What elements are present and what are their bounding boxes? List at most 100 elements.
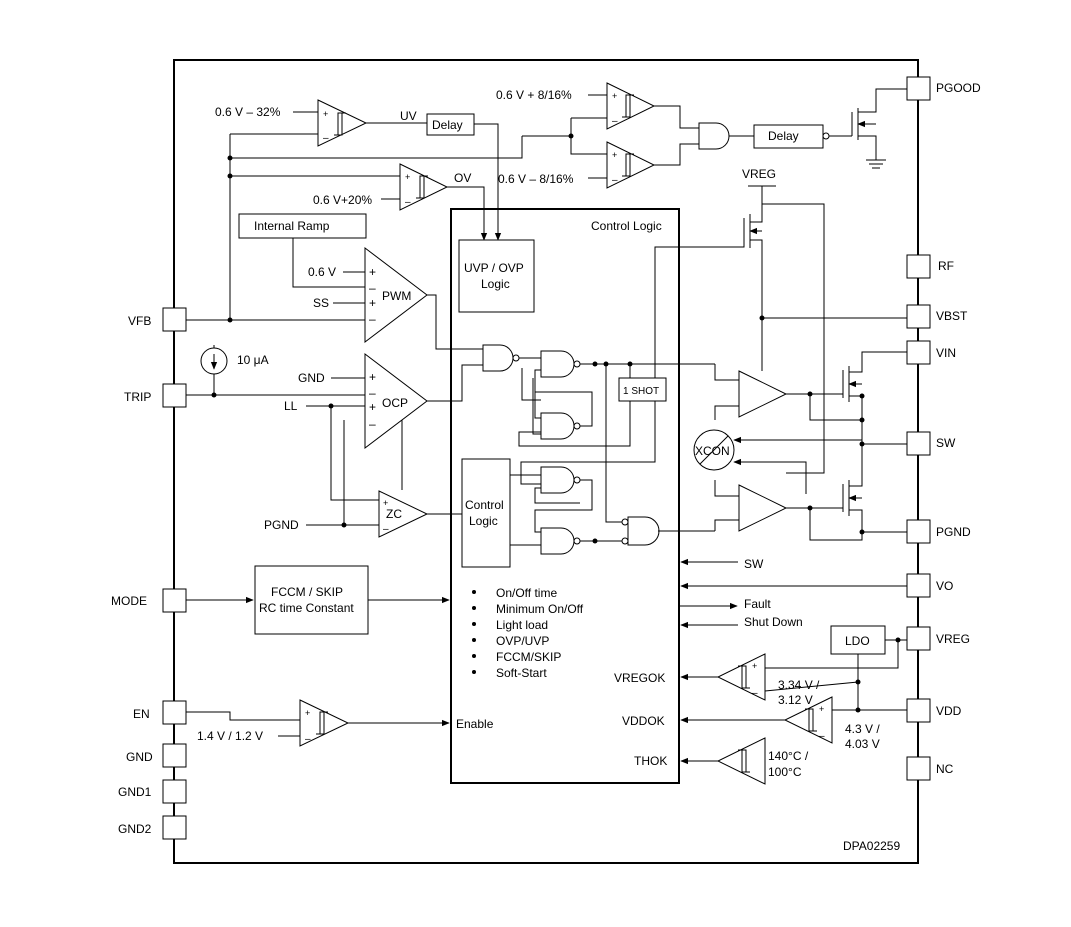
svg-text:PGND: PGND [936,525,971,539]
uv-ref-label: 0.6 V – 32% [215,105,281,119]
svg-text:–: – [752,688,758,699]
svg-text:–: – [369,281,376,295]
svg-text:VDD: VDD [936,704,962,718]
thok-ref-2: 100°C [768,765,802,779]
thok-ref-1: 140°C / [768,749,809,763]
control-logic-block [450,208,680,784]
ll-label: LL [284,399,298,413]
svg-text:GND: GND [126,750,153,764]
and-gate-lower [627,516,660,546]
svg-text:VBST: VBST [936,309,968,323]
svg-text:1 SHOT: 1 SHOT [623,386,659,397]
svg-text:NC: NC [936,762,954,776]
fccm-skip-block [254,565,369,635]
vddok-ref-2: 4.03 V [845,737,880,751]
svg-text:+: + [383,498,388,508]
svg-text:PWM: PWM [382,289,411,303]
svg-text:Soft-Start: Soft-Start [496,666,547,680]
pgood-fet [851,88,907,169]
svg-text:–: – [612,175,618,186]
svg-text:Light load: Light load [496,618,548,632]
sw-in-label: SW [744,557,764,571]
latch-nand-b [540,412,575,440]
ldo-block [830,625,886,655]
thok-label: THOK [634,754,667,768]
thok-comparator [716,737,766,785]
en-comparator: + – [299,699,350,747]
svg-text:RF: RF [938,259,954,273]
pin-pgnd: PGND [906,519,971,544]
svg-text:–: – [369,417,376,431]
pin-vfb: VFB [128,307,187,332]
svg-text:–: – [383,524,389,535]
svg-text:MODE: MODE [111,594,147,608]
vddok-ref-1: 4.3 V / [845,722,880,736]
ov-label: OV [454,171,471,185]
svg-text:+: + [405,172,410,182]
nand-1 [482,344,514,372]
pin-trip: TRIP [124,383,187,408]
svg-text:+: + [752,661,757,671]
xcon-block: XCON [693,429,735,471]
ss-label: SS [313,296,329,310]
high-side-driver [738,370,788,418]
pin-gnd1: GND1 [118,779,187,804]
pin-vin: VIN [906,340,956,365]
pin-gnd: GND [126,743,187,768]
one-shot-block [618,377,667,402]
zc-comparator: + – ZC [378,490,429,538]
svg-text:–: – [323,133,329,144]
svg-text:OCP: OCP [382,396,408,410]
pg-lo-ref: 0.6 V – 8/16% [498,172,574,186]
pin-mode: MODE [111,588,187,613]
svg-text:LDO: LDO [845,634,870,648]
svg-text:–: – [369,386,376,400]
svg-text:OVP/UVP: OVP/UVP [496,634,549,648]
enable-label: Enable [456,717,494,731]
ocp-comparator: + – + – OCP [364,352,428,450]
svg-text:Control: Control [465,498,504,512]
svg-text:FCCM/SKIP: FCCM/SKIP [496,650,561,664]
high-side-fet [786,351,907,444]
pin-vo: VO [906,573,953,598]
svg-text:TRIP: TRIP [124,390,151,404]
svg-text:On/Off time: On/Off time [496,586,557,600]
feature-list: On/Off time Minimum On/Off Light load OV… [472,586,584,680]
pin-vreg: VREG [906,626,970,651]
uv-comparator: + – [317,99,368,147]
svg-text:+: + [612,91,617,101]
svg-text:RC time Constant: RC time Constant [259,601,354,615]
svg-text:+: + [819,704,824,714]
fault-label: Fault [744,597,771,611]
control-logic-title: Control Logic [591,219,662,233]
pin-sw: SW [906,431,956,456]
svg-text:GND1: GND1 [118,785,152,799]
svg-text:XCON: XCON [695,444,730,458]
svg-text:VFB: VFB [128,314,151,328]
chip-outline [173,59,919,864]
vregok-comparator: + – [716,653,766,701]
pin-en: EN [133,700,187,725]
svg-text:PGOOD: PGOOD [936,81,981,95]
svg-text:+: + [369,370,376,384]
shutdown-label: Shut Down [744,615,803,629]
pgnd-in-label: PGND [264,518,299,532]
pin-pgood: PGOOD [906,76,981,101]
svg-text:Delay: Delay [768,129,799,143]
svg-text:Delay: Delay [432,118,463,132]
internal-ramp-block [238,213,367,239]
pwm-ref-label: 0.6 V [308,265,336,279]
svg-text:ZC: ZC [386,507,402,521]
en-ref-label: 1.4 V / 1.2 V [197,729,263,743]
svg-text:VIN: VIN [936,346,956,360]
pg-hi-ref: 0.6 V + 8/16% [496,88,572,102]
vreg-top-label: VREG [742,167,776,181]
pin-nc: NC [906,756,954,781]
vregok-ref-2: 3.12 V [778,693,813,707]
ov-comparator: + – [399,163,449,211]
pin-gnd2: GND2 [118,815,187,840]
pin-rf: RF [906,254,954,279]
svg-text:+: + [369,265,376,279]
pg-lo-comparator: + – [606,141,656,189]
